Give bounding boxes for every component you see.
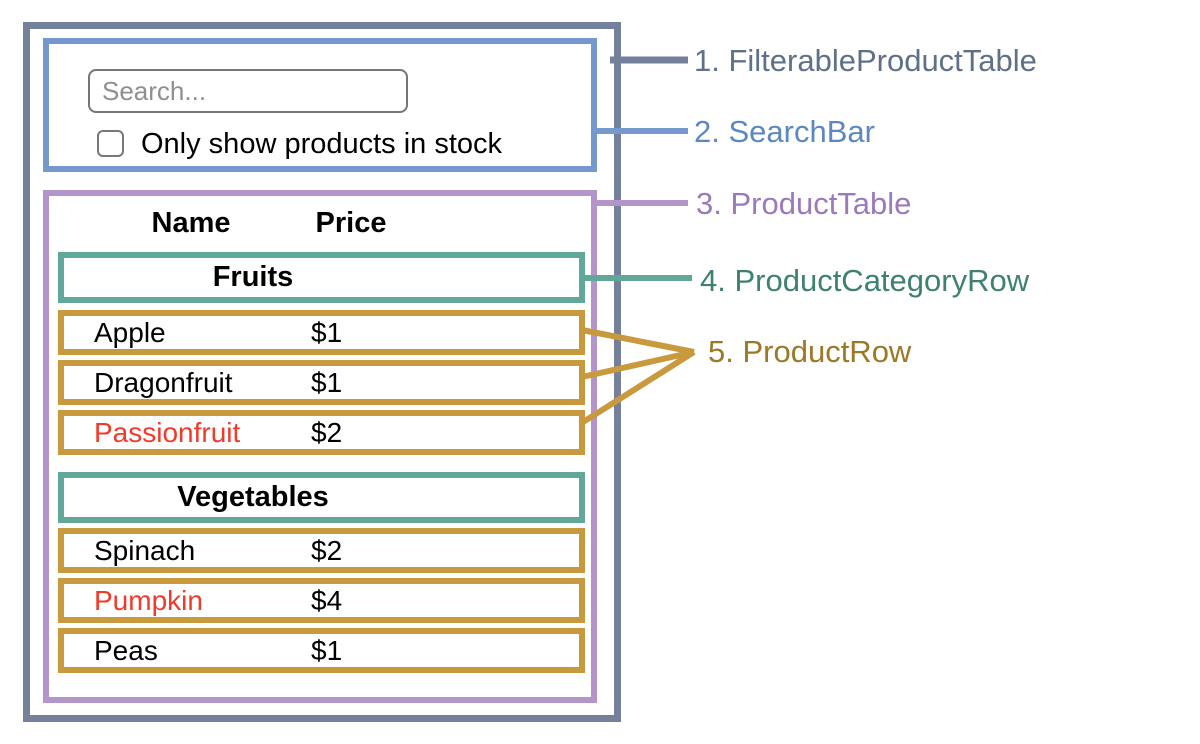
product-price: $4 — [311, 584, 343, 616]
product-row-apple: Apple $1 — [58, 310, 585, 355]
legend-product-row: 5. ProductRow — [708, 334, 912, 369]
legend-product-category-row: 4. ProductCategoryRow — [700, 263, 1030, 298]
search-input[interactable] — [88, 69, 408, 113]
category-label: Fruits — [212, 261, 294, 293]
product-name: Dragonfruit — [94, 366, 233, 398]
legend-product-table: 3. ProductTable — [696, 186, 912, 221]
product-row-spinach: Spinach $2 — [58, 528, 585, 573]
product-row-pumpkin: Pumpkin $4 — [58, 578, 585, 623]
product-price: $2 — [311, 416, 343, 448]
product-name: Spinach — [94, 534, 196, 566]
legend-search-bar: 2. SearchBar — [694, 114, 875, 149]
product-name: Peas — [94, 634, 158, 666]
category-row-vegetables: Vegetables — [58, 472, 585, 523]
in-stock-checkbox[interactable] — [97, 130, 124, 157]
product-row-passionfruit: Passionfruit $2 — [58, 410, 585, 455]
product-price: $2 — [311, 534, 343, 566]
product-name: Pumpkin — [94, 584, 203, 616]
product-name: Apple — [94, 316, 166, 348]
column-header-price: Price — [315, 206, 387, 239]
category-row-fruits: Fruits — [58, 252, 585, 303]
in-stock-checkbox-label: Only show products in stock — [141, 127, 503, 160]
product-price: $1 — [311, 634, 343, 666]
column-header-name: Name — [151, 206, 231, 239]
category-label: Vegetables — [177, 481, 329, 513]
legend-filterable-product-table: 1. FilterableProductTable — [694, 43, 1037, 78]
product-name: Passionfruit — [94, 416, 241, 448]
product-price: $1 — [311, 316, 343, 348]
product-row-peas: Peas $1 — [58, 628, 585, 673]
table-header-row: Name Price — [58, 204, 585, 242]
product-price: $1 — [311, 366, 343, 398]
product-row-dragonfruit: Dragonfruit $1 — [58, 360, 585, 405]
